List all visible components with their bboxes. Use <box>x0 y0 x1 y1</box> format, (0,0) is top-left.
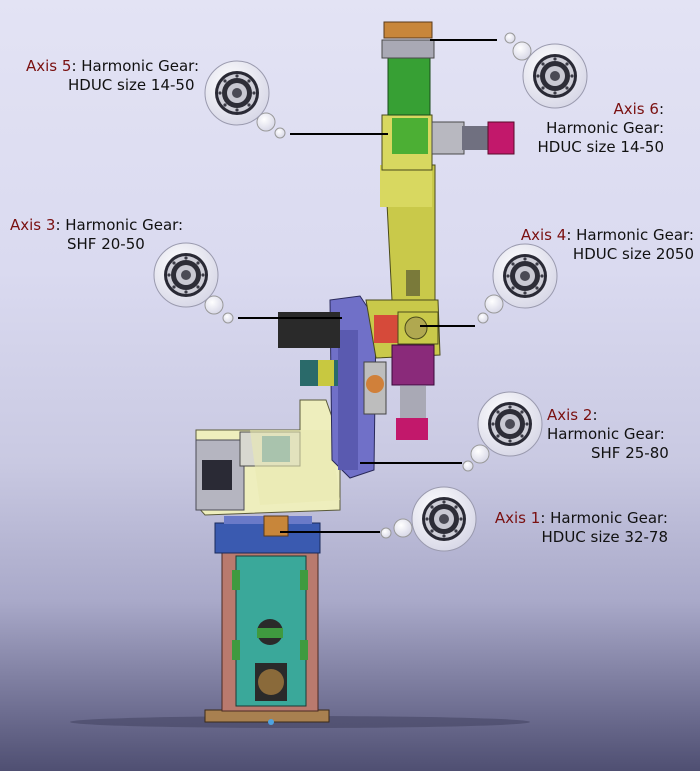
callout-axis-3-leader <box>153 242 342 324</box>
callout-axis-6-leader <box>430 32 588 109</box>
callout-axis-5-leader <box>204 60 388 139</box>
forearm <box>380 164 436 301</box>
callout-axis-1-leader <box>280 486 477 552</box>
callout-axis-3: Axis 3: Harmonic Gear: SHF 20-50 <box>10 216 183 254</box>
callout-axis-6-line1: : <box>658 100 664 118</box>
callout-axis-2-line2: Harmonic Gear: <box>547 425 665 443</box>
callout-axis-4-line1: : Harmonic Gear: <box>566 226 694 244</box>
callout-axis-4: Axis 4: Harmonic Gear: HDUC size 2050 <box>521 226 694 264</box>
base-flange <box>214 515 321 554</box>
callout-axis-2: Axis 2: Harmonic Gear: SHF 25-80 <box>547 406 669 463</box>
wrist <box>381 21 515 171</box>
callout-axis-1-line2: HDUC size 32-78 <box>541 528 669 546</box>
callout-axis-2-line3: SHF 25-80 <box>591 444 669 462</box>
elbow-housing <box>365 299 441 440</box>
callout-axis-1: Axis 1: Harmonic Gear: HDUC size 32-78 <box>495 509 668 547</box>
callout-axis-6-line3: HDUC size 14-50 <box>537 138 665 156</box>
callout-axis-5: Axis 5: Harmonic Gear: HDUC size 14-50 <box>26 57 199 95</box>
upper-arm-link <box>278 295 387 479</box>
callout-axis-6: Axis 6: Harmonic Gear: HDUC size 14-50 <box>538 100 665 157</box>
callout-axis-2-name: Axis 2 <box>547 406 593 424</box>
callout-axis-4-name: Axis 4 <box>520 226 567 244</box>
callout-axis-1-line1: : Harmonic Gear: <box>540 509 668 527</box>
callout-axis-2-leader <box>360 391 543 472</box>
callout-axis-4-leader <box>420 243 558 327</box>
callout-axis-3-line1: : Harmonic Gear: <box>55 216 184 234</box>
callout-axis-1-name: Axis 1 <box>494 509 541 527</box>
callout-axis-6-name: Axis 6 <box>613 100 659 118</box>
callout-axis-2-line1: : <box>592 406 598 424</box>
callout-axis-5-line1: : Harmonic Gear: <box>71 57 200 75</box>
callout-axis-4-line2: HDUC size 2050 <box>572 245 694 263</box>
callout-axis-3-line2: SHF 20-50 <box>67 235 145 253</box>
base-column <box>204 544 330 725</box>
callout-axis-6-line2: Harmonic Gear: <box>546 119 664 137</box>
callout-axis-3-name: Axis 3 <box>10 216 56 234</box>
shoulder-housing <box>195 399 341 516</box>
callout-axis-5-line2: HDUC size 14-50 <box>68 76 195 94</box>
callout-axis-5-name: Axis 5 <box>26 57 72 75</box>
